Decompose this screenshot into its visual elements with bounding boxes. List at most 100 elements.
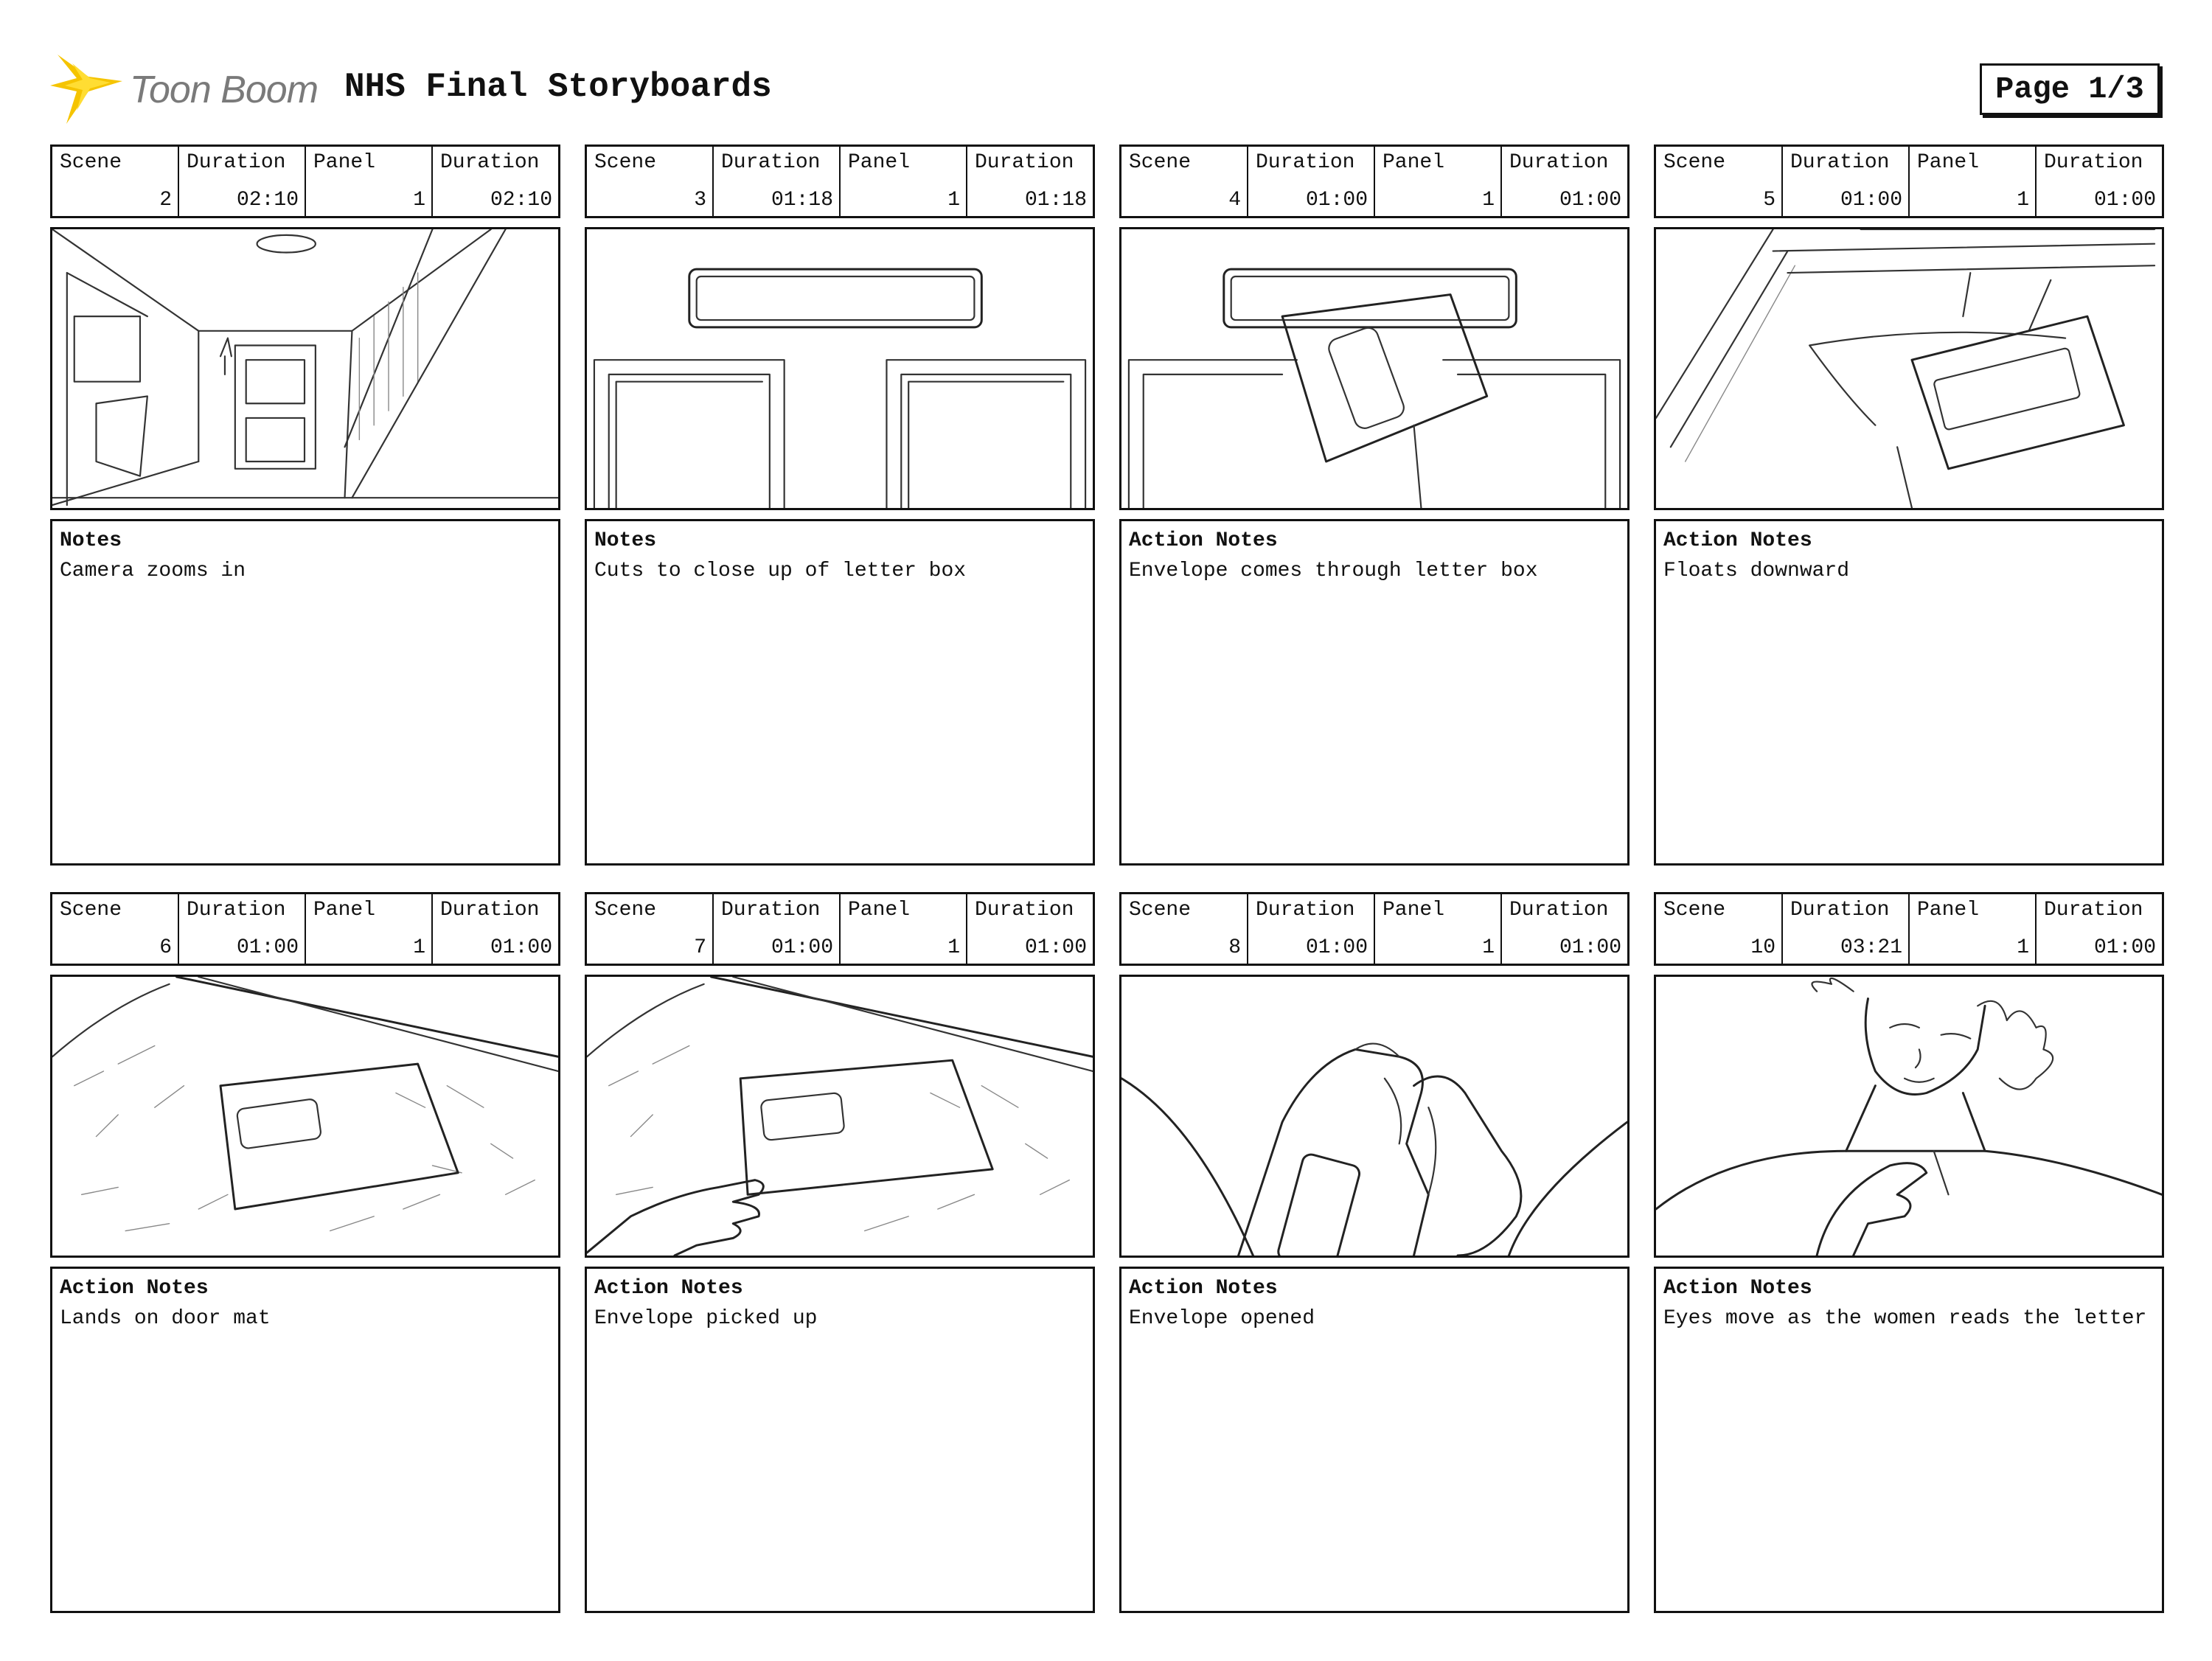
scene-cell: Scene 6 [52,894,179,964]
panel-number: 1 [2017,189,2029,212]
scene-cell: Scene 5 [1656,147,1783,216]
scene-duration-label: Duration [1790,151,1890,174]
toon-boom-logo: Toon Boom [50,53,330,134]
panel-duration-label: Duration [2044,151,2143,174]
panel-duration-value: 01:00 [2093,936,2156,959]
scene-duration-value: 01:18 [771,189,833,212]
notes-title: Action Notes [1663,529,1812,552]
scene-number: 5 [1763,189,1775,212]
panel-number: 1 [1482,936,1495,959]
scene-label: Scene [60,899,122,922]
notes-title: Action Notes [1129,529,1278,552]
panel-duration-value: 01:00 [1024,936,1087,959]
notes-text: Envelope opened [1129,1307,1315,1330]
panel-number: 1 [413,189,425,212]
panel-label: Panel [1382,151,1445,174]
panel-cell: Panel 1 [306,147,433,216]
panel-duration-value: 01:00 [1559,189,1621,212]
panel-duration-cell: Duration 01:00 [1502,894,1627,964]
scene-number: 2 [159,189,172,212]
panel-number: 1 [947,189,960,212]
envelope-floating-sketch [1654,227,2164,510]
notes-text: Camera zooms in [60,560,246,582]
scene-duration-value: 03:21 [1840,936,1902,959]
scene-label: Scene [60,151,122,174]
notes-text: Lands on door mat [60,1307,271,1330]
notes-box: Action Notes Envelope comes through lett… [1119,519,1630,866]
panel-duration-cell: Duration 01:00 [433,894,558,964]
scene-duration-value: 02:10 [236,189,299,212]
panel-duration-label: Duration [1509,899,1609,922]
scene-duration-value: 01:00 [1305,189,1368,212]
panel-number: 1 [1482,189,1495,212]
panel-duration-label: Duration [2044,899,2143,922]
page-header: Toon Boom NHS Final Storyboards Page 1/3 [0,0,2212,140]
scene-label: Scene [594,151,657,174]
scene-number: 4 [1228,189,1241,212]
panel-duration-label: Duration [440,899,540,922]
notes-box: Action Notes Eyes move as the women read… [1654,1267,2164,1613]
scene-duration-label: Duration [187,899,286,922]
scene-duration-label: Duration [1790,899,1890,922]
notes-box: Action Notes Envelope opened [1119,1267,1630,1613]
panel-cell: Panel 1 [1375,894,1502,964]
panel-duration-cell: Duration 01:00 [2037,147,2162,216]
scene-number: 6 [159,936,172,959]
notes-title: Action Notes [60,1277,209,1300]
scene-duration-label: Duration [1256,151,1355,174]
logo-text: Toon Boom [130,69,319,111]
panel-label: Panel [313,899,376,922]
panel-cell: Panel 1 [1375,147,1502,216]
scene-label: Scene [594,899,657,922]
scene-duration-label: Duration [721,151,821,174]
panel-duration-value: 01:00 [1559,936,1621,959]
scene-number: 7 [694,936,706,959]
panel-duration-value: 01:18 [1024,189,1087,212]
panel-label: Panel [313,151,376,174]
scene-duration-cell: Duration 01:00 [1248,147,1375,216]
notes-box: Action Notes Floats downward [1654,519,2164,866]
panel-number: 1 [2017,936,2029,959]
notes-text: Cuts to close up of letter box [594,560,967,582]
panel-label: Panel [1382,899,1445,922]
panel-number: 1 [947,936,960,959]
notes-text: Envelope picked up [594,1307,818,1330]
panel-duration-value: 01:00 [2093,189,2156,212]
hands-opening-envelope-sketch [1119,975,1630,1258]
notes-title: Action Notes [594,1277,743,1300]
panel-label: Panel [848,899,911,922]
scene-cell: Scene 2 [52,147,179,216]
scene-number: 3 [694,189,706,212]
scene-label: Scene [1663,899,1726,922]
panel-duration-value: 01:00 [490,936,552,959]
scene-cell: Scene 7 [587,894,714,964]
starburst-icon [50,55,122,124]
scene-duration-value: 01:00 [771,936,833,959]
notes-box: Action Notes Envelope picked up [585,1267,1095,1613]
document-title: NHS Final Storyboards [344,68,772,106]
panel-label: Panel [848,151,911,174]
notes-title: Action Notes [1663,1277,1812,1300]
scene-label: Scene [1663,151,1726,174]
hallway-sketch [50,227,560,510]
scene-duration-cell: Duration 01:18 [714,147,841,216]
